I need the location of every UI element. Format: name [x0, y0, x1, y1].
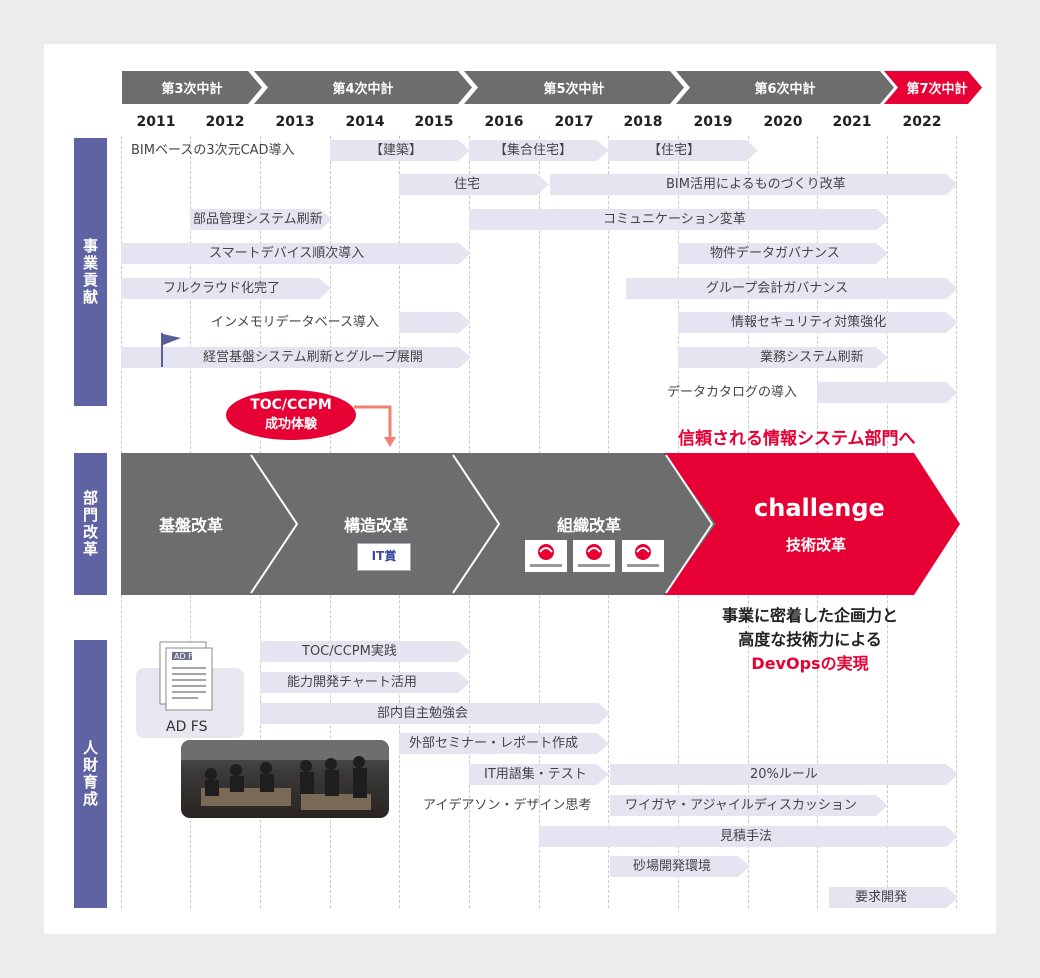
- year-label: 2011: [136, 114, 176, 130]
- bar-bg: [678, 243, 888, 264]
- phase-4: 第4次中計: [254, 71, 472, 104]
- dept-label-kiban: 基盤改革: [159, 516, 224, 535]
- bar-bg: [817, 382, 958, 403]
- bar-label-bim-monozukuri: BIM活用によるものづくり改革: [666, 177, 846, 192]
- bar-bg: [121, 278, 331, 299]
- arrow-icon: [352, 405, 398, 451]
- meeting-photo: [181, 740, 389, 818]
- bar-bg: [678, 312, 958, 333]
- bar-label-kenchiku: 【建築】: [370, 143, 423, 158]
- award-logo: [622, 540, 664, 572]
- award-logo: [573, 540, 615, 572]
- it-award-logo: IT賞: [357, 543, 411, 571]
- year-label: 2019: [693, 114, 733, 130]
- bar-label-waigaya: ワイガヤ・アジャイルディスカッション: [625, 798, 857, 813]
- bar-label-management-system: 経営基盤システム刷新とグループ展開: [203, 350, 423, 365]
- year-label: 2020: [763, 114, 803, 130]
- bar-label-sandbox: 砂場開発環境: [633, 859, 712, 874]
- trusted-heading: 信頼される情報システム部門へ: [678, 429, 916, 449]
- adfs-label: AD FS: [166, 719, 208, 735]
- dept-label-kouzou: 構造改革: [344, 516, 409, 535]
- bar-label-external-seminar: 外部セミナー・レポート作成: [409, 736, 579, 751]
- bar-label-communication: コミュニケーション変革: [603, 212, 746, 227]
- bar-bg: [260, 641, 470, 662]
- bar-bg: [121, 243, 471, 264]
- flag-icon: [159, 332, 183, 368]
- year-label: 2016: [484, 114, 524, 130]
- bar-label-in-memory-db: インメモリデータベース導入: [211, 315, 379, 330]
- year-label: 2022: [902, 114, 942, 130]
- bar-bg: [610, 856, 750, 877]
- bar-bg: [330, 140, 470, 161]
- devops-text: 事業に密着した企画力と 高度な技術力による DevOpsの実現: [721, 606, 898, 673]
- year-label: 2012: [205, 114, 245, 130]
- year-label: 2014: [345, 114, 385, 130]
- bar-label-data-catalog: データカタログの導入: [667, 385, 798, 400]
- bar-label-smart-device: スマートデバイス順次導入: [209, 246, 365, 261]
- adfs-doc-tag: AD FS: [174, 652, 198, 661]
- bar-label-ideathon: アイデアソン・デザイン思考: [423, 798, 592, 813]
- phase-6: 第6次中計: [676, 71, 894, 104]
- bar-bg: [539, 826, 958, 847]
- bar-label-estimation: 見積手法: [720, 829, 773, 844]
- bar-label-parts-mgmt: 部品管理システム刷新: [193, 212, 323, 227]
- bar-bg: [610, 795, 888, 816]
- bar-label-property-data: 物件データガバナンス: [710, 246, 840, 261]
- phase-3: 第3次中計: [122, 71, 262, 104]
- document-icon: [158, 640, 218, 712]
- bar-bg: [678, 347, 888, 368]
- section-business: 事業貢献: [74, 138, 107, 406]
- bar-label-20-percent: 20%ルール: [750, 767, 818, 782]
- bar-bg: [399, 312, 471, 333]
- year-label: 2013: [275, 114, 315, 130]
- bar-bg: [608, 140, 758, 161]
- bar-label-skill-chart: 能力開発チャート活用: [287, 675, 417, 690]
- bar-label-group-accounting: グループ会計ガバナンス: [706, 281, 848, 296]
- phase-5: 第5次中計: [464, 71, 684, 104]
- bar-label-it-glossary: IT用語集・テスト: [484, 767, 587, 782]
- dept-label-challenge: challenge: [754, 494, 885, 522]
- dept-label-gijutsu: 技術改革: [786, 536, 847, 554]
- bar-bg: [610, 764, 958, 785]
- year-label: 2018: [623, 114, 663, 130]
- year-label: 2021: [832, 114, 872, 130]
- bar-bg: [260, 672, 470, 693]
- phase-7: 第7次中計: [884, 71, 982, 104]
- bar-label-study-group: 部内自主勉強会: [377, 706, 469, 721]
- section-hr: 人財育成: [74, 640, 107, 908]
- year-label: 2017: [554, 114, 594, 130]
- bar-bg: [190, 209, 332, 230]
- bar-label-bim-cad: BIMベースの3次元CAD導入: [131, 143, 295, 158]
- bar-bg: [469, 140, 609, 161]
- bar-label-jutaku-bracket: 【住宅】: [648, 143, 701, 158]
- bar-label-full-cloud: フルクラウド化完了: [163, 281, 281, 296]
- bar-label-security: 情報セキュリティ対策強化: [731, 315, 887, 330]
- bar-label-jutaku: 住宅: [454, 177, 481, 192]
- toc-badge: TOC/CCPM 成功体験: [226, 390, 356, 440]
- bar-bg: [399, 733, 609, 754]
- bar-bg: [260, 703, 610, 724]
- section-department: 部門改革: [74, 453, 107, 595]
- bar-bg: [550, 174, 958, 195]
- bar-label-requirements: 要求開発: [855, 890, 908, 905]
- bar-bg: [469, 764, 609, 785]
- bar-bg: [399, 174, 549, 195]
- bar-bg: [626, 278, 958, 299]
- award-logo: [525, 540, 567, 572]
- bar-bg: [121, 347, 471, 368]
- bar-label-shugo: 【集合住宅】: [494, 143, 573, 158]
- bar-bg: [469, 209, 889, 230]
- bar-label-business-system: 業務システム刷新: [760, 350, 864, 365]
- dept-label-soshiki: 組織改革: [557, 516, 622, 535]
- bar-bg: [829, 887, 958, 908]
- year-label: 2015: [414, 114, 454, 130]
- bar-label-toc-practice: TOC/CCPM実践: [302, 644, 397, 659]
